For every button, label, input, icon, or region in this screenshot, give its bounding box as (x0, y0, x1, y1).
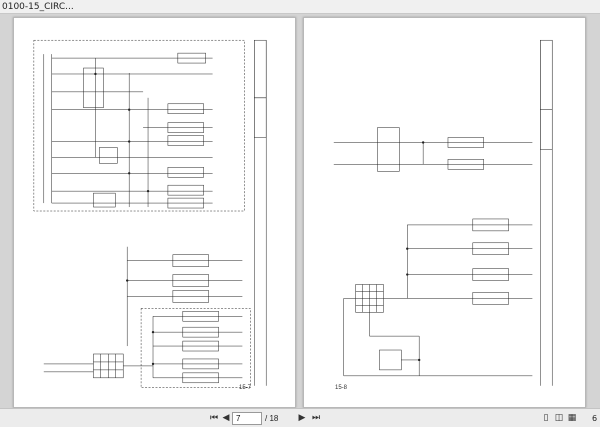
document-page-left[interactable]: 15-7 (13, 17, 296, 408)
document-page-right[interactable]: 15-8 (303, 17, 586, 408)
navigation-toolbar: ⏮ ◀ 7 / 18 ▶ ⏭ ▯ ◫ ▦ 6 (0, 408, 600, 427)
next-page-icon[interactable]: ▶ (298, 413, 306, 423)
current-page-input[interactable]: 7 (232, 412, 262, 425)
page-number-right: 15-8 (335, 385, 348, 391)
window-title-bar: 0100-15_CIRC... (0, 0, 600, 14)
previous-page-icon[interactable]: ◀ (222, 413, 230, 423)
single-page-view-icon[interactable]: ▯ (543, 413, 549, 423)
wiring-diagram-right (333, 39, 553, 386)
window-title: 0100-15_CIRC... (2, 2, 74, 12)
zoom-label[interactable]: 6 (592, 414, 598, 423)
page-number-left: 15-7 (238, 385, 251, 391)
document-viewer[interactable]: 15-7 (0, 14, 600, 408)
wiring-diagram-left (33, 39, 267, 389)
thumbnail-grid-icon[interactable]: ▦ (567, 413, 577, 423)
page-count-label: / 18 (265, 414, 279, 423)
two-page-view-icon[interactable]: ◫ (554, 413, 564, 423)
last-page-icon[interactable]: ⏭ (311, 413, 321, 423)
first-page-icon[interactable]: ⏮ (209, 413, 219, 423)
